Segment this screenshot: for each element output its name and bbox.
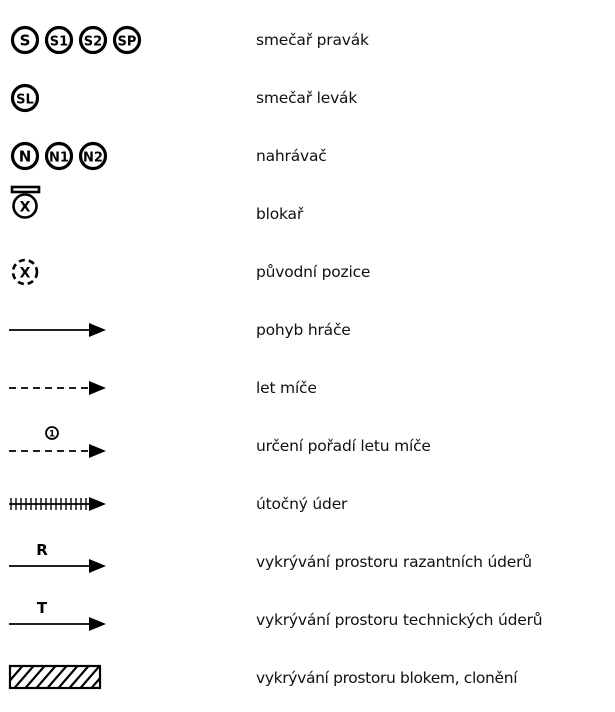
ball-flight-arrow-icon xyxy=(9,381,106,395)
player-s1-icon: S1 xyxy=(44,25,74,55)
svg-text:X: X xyxy=(20,200,31,216)
left-spiker-symbols: SL xyxy=(10,83,40,113)
marker-t: T xyxy=(37,599,48,617)
svg-text:N1: N1 xyxy=(49,151,69,166)
svg-text:N: N xyxy=(19,148,32,166)
legend-row-attack-hit: útočný úder xyxy=(0,482,615,530)
label-player-movement: pohyb hráče xyxy=(256,321,351,339)
svg-text:S2: S2 xyxy=(84,35,102,50)
legend-row-original-position: X původní pozice xyxy=(0,250,615,298)
legend-row-left-spiker: SL smečař levák xyxy=(0,76,615,124)
legend-row-block-cover: vykrývání prostoru blokem, clonění xyxy=(0,656,615,704)
legend-row-setter: N N1 N2 nahrávač xyxy=(0,134,615,182)
legend-row-player-movement: pohyb hráče xyxy=(0,308,615,356)
svg-text:SP: SP xyxy=(118,35,137,50)
player-s-icon: S xyxy=(10,25,40,55)
original-position-x-icon: X xyxy=(11,258,39,286)
ball-flight-order-arrow-icon: 1 xyxy=(9,426,106,458)
svg-text:S1: S1 xyxy=(50,35,68,50)
marker-r: R xyxy=(36,541,48,559)
label-ball-flight-order: určení pořadí letu míče xyxy=(256,437,431,455)
legend-row-ball-flight-order: 1 určení pořadí letu míče xyxy=(0,424,615,472)
block-cover-hatched-icon xyxy=(8,664,102,690)
right-spiker-symbols: S S1 S2 SP xyxy=(10,25,142,55)
legend-row-blocker: X blokař xyxy=(0,185,615,240)
player-sp-icon: SP xyxy=(112,25,142,55)
player-sl-icon: SL xyxy=(10,83,40,113)
player-movement-arrow-icon xyxy=(9,323,106,337)
legend-row-right-spiker: S S1 S2 SP smečař pravák xyxy=(0,18,615,66)
label-original-position: původní pozice xyxy=(256,263,371,281)
player-s2-icon: S2 xyxy=(78,25,108,55)
label-ball-flight: let míče xyxy=(256,379,317,397)
label-left-spiker: smečař levák xyxy=(256,89,358,107)
legend-row-cover-technical: T vykrývání prostoru technických úderů xyxy=(0,598,615,646)
svg-text:N2: N2 xyxy=(83,151,103,166)
player-n-icon: N xyxy=(10,141,40,171)
label-setter: nahrávač xyxy=(256,147,327,165)
blocker-x-icon: X xyxy=(10,185,41,219)
svg-text:SL: SL xyxy=(16,93,34,108)
player-n1-icon: N1 xyxy=(44,141,74,171)
label-cover-technical: vykrývání prostoru technických úderů xyxy=(256,611,543,629)
legend-row-ball-flight: let míče xyxy=(0,366,615,414)
label-attack-hit: útočný úder xyxy=(256,495,348,513)
player-n2-icon: N2 xyxy=(78,141,108,171)
cover-technical-arrow-icon: T xyxy=(9,599,106,631)
cover-powerful-arrow-icon: R xyxy=(9,541,106,573)
svg-text:1: 1 xyxy=(49,430,55,440)
original-position-symbols: X xyxy=(11,258,39,286)
legend-row-cover-powerful: R vykrývání prostoru razantních úderů xyxy=(0,540,615,588)
label-blocker: blokař xyxy=(256,205,304,223)
setter-symbols: N N1 N2 xyxy=(10,141,108,171)
label-cover-powerful: vykrývání prostoru razantních úderů xyxy=(256,553,532,571)
attack-hit-arrow-icon xyxy=(9,497,106,511)
svg-text:S: S xyxy=(20,32,31,50)
label-block-cover: vykrývání prostoru blokem, clonění xyxy=(256,669,518,687)
label-right-spiker: smečař pravák xyxy=(256,31,369,49)
svg-text:X: X xyxy=(20,266,31,282)
order-number-marker-icon: 1 xyxy=(45,426,59,440)
blocker-symbols: X xyxy=(10,185,41,219)
